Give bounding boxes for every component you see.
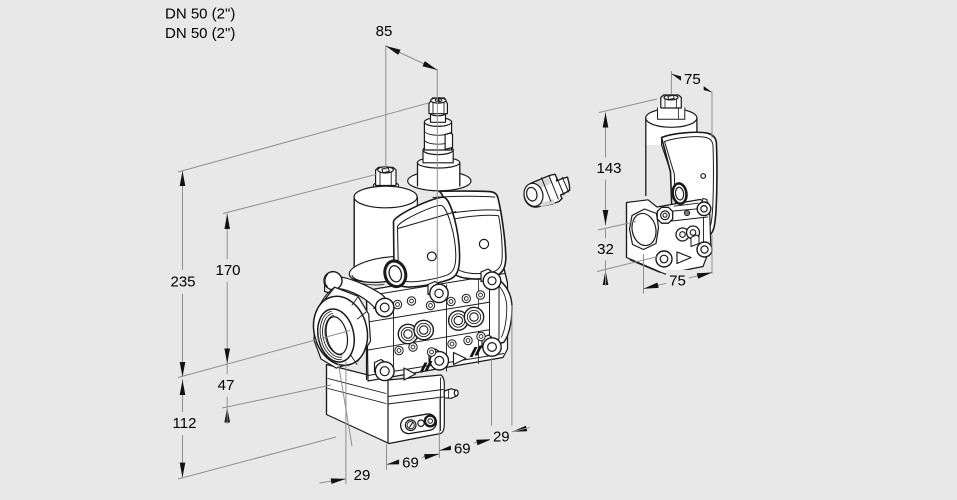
svg-text:32: 32 xyxy=(597,241,614,258)
svg-text:69: 69 xyxy=(454,440,471,457)
svg-text:170: 170 xyxy=(215,262,240,279)
svg-text:DN 50 (2"): DN 50 (2") xyxy=(165,6,235,23)
svg-text:235: 235 xyxy=(170,274,195,291)
svg-text:29: 29 xyxy=(354,467,371,484)
svg-text:DN 50 (2"): DN 50 (2") xyxy=(165,25,235,42)
svg-text:69: 69 xyxy=(402,455,419,472)
svg-text:47: 47 xyxy=(218,377,235,394)
svg-text:29: 29 xyxy=(493,428,510,445)
svg-text:143: 143 xyxy=(596,160,621,177)
svg-text:75: 75 xyxy=(684,71,701,88)
svg-text:75: 75 xyxy=(669,273,686,290)
svg-text:112: 112 xyxy=(173,415,197,432)
svg-text:85: 85 xyxy=(376,23,393,40)
